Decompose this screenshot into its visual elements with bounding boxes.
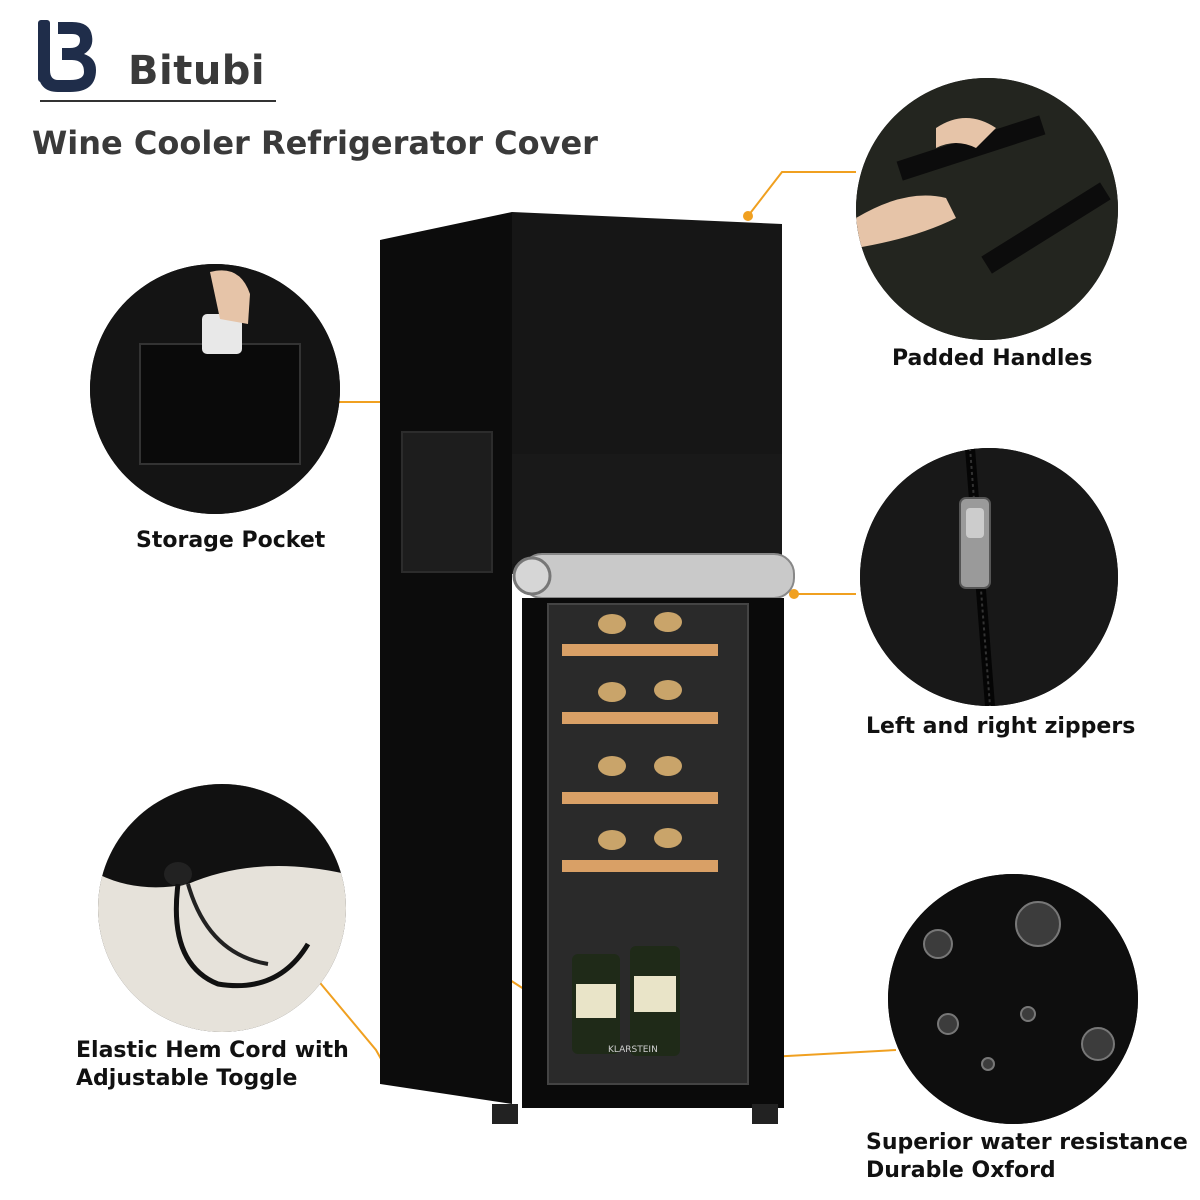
padded-handles-image — [856, 78, 1118, 340]
caption-storage-pocket: Storage Pocket — [136, 528, 326, 553]
storage-pocket-image — [90, 264, 340, 514]
caption-hem-cord-line2: Adjustable Toggle — [76, 1066, 298, 1091]
product-wine-cooler: KLARSTEIN — [380, 212, 795, 1124]
caption-water-line2: Durable Oxford — [866, 1158, 1056, 1183]
caption-hem-cord-line1: Elastic Hem Cord with — [76, 1038, 349, 1063]
zippers-image — [860, 448, 1118, 706]
wine-shelves — [562, 644, 718, 872]
brand-name: Bitubi — [128, 48, 266, 94]
bitubi-logo-icon — [38, 20, 96, 92]
caption-padded-handles: Padded Handles — [892, 346, 1093, 371]
hem-cord-image — [98, 784, 346, 1032]
caption-zippers: Left and right zippers — [866, 714, 1136, 739]
brand-underline — [40, 100, 276, 102]
fridge-brand-text: KLARSTEIN — [608, 1045, 658, 1055]
caption-water-line1: Superior water resistance — [866, 1130, 1188, 1155]
water-resistance-image — [888, 874, 1138, 1124]
page-title: Wine Cooler Refrigerator Cover — [32, 124, 598, 162]
